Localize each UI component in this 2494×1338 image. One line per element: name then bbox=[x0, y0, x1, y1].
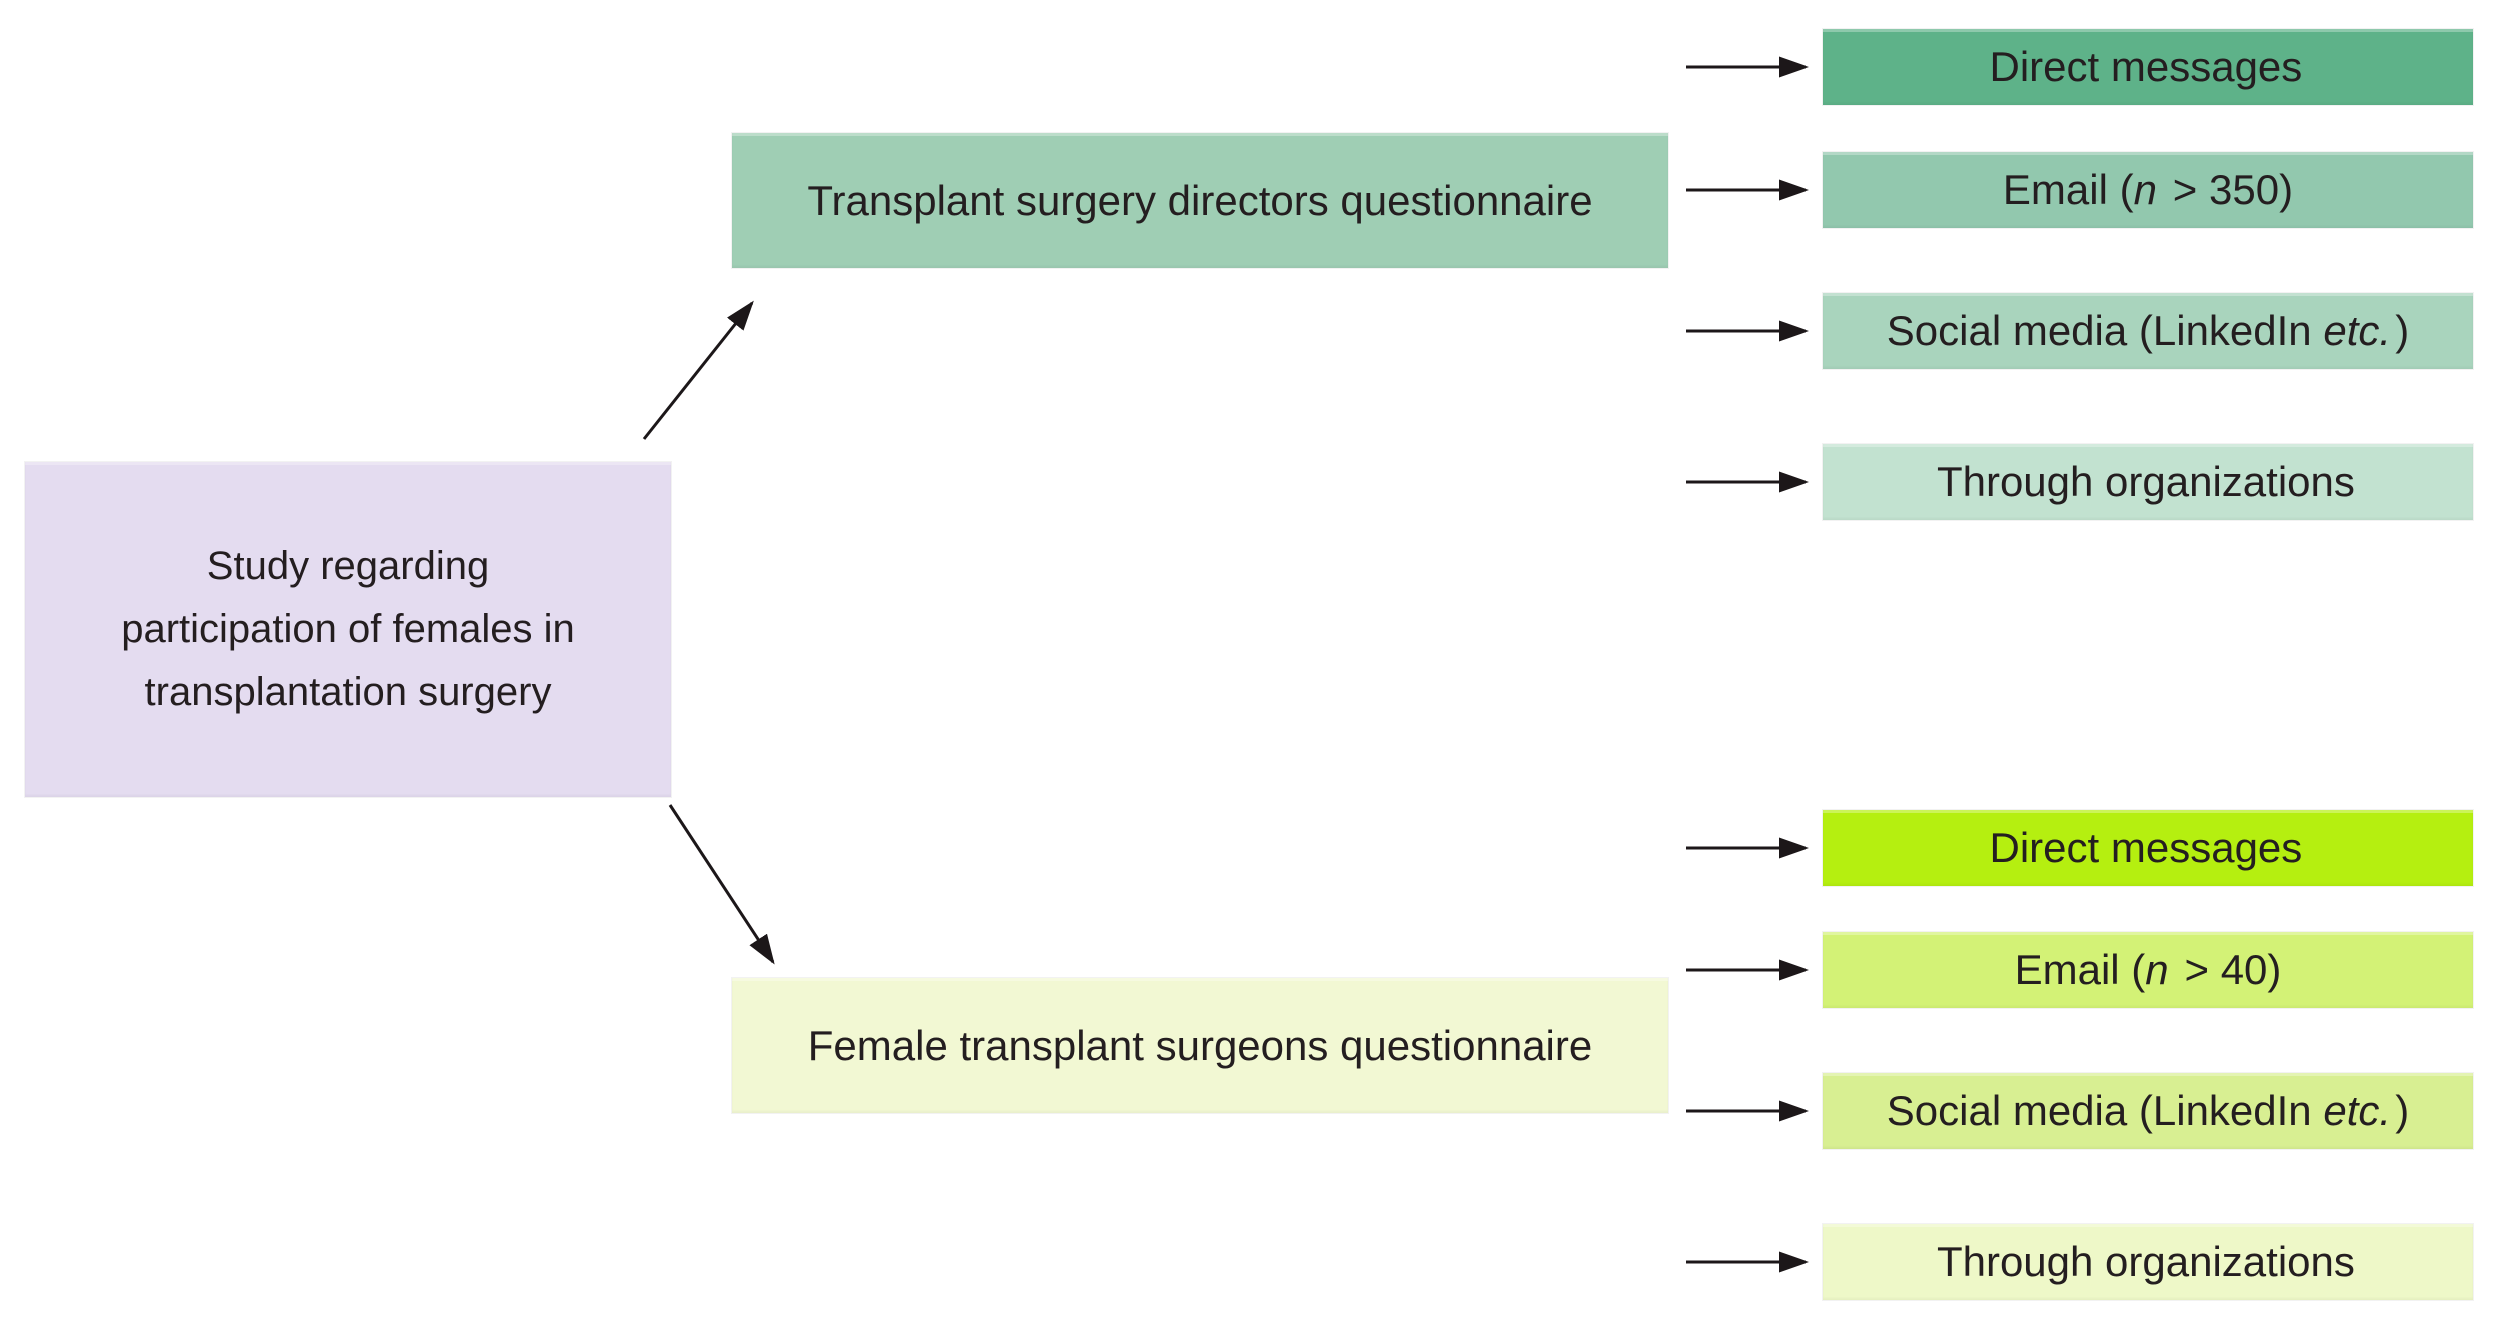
channel-label-italic: n bbox=[2145, 946, 2169, 993]
channel-label: ) bbox=[2395, 1087, 2410, 1134]
root-study-node: Study regarding participation of females… bbox=[25, 462, 671, 797]
channel-surgeons-organizations: Through organizations bbox=[1823, 1224, 2473, 1300]
channel-label: Social media (LinkedIn bbox=[1886, 307, 2324, 354]
channel-label-italic: etc. bbox=[2323, 307, 2392, 354]
channel-label: Direct messages bbox=[1989, 43, 2303, 90]
channel-label-italic: etc. bbox=[2323, 1087, 2392, 1134]
channel-label: Direct messages bbox=[1989, 824, 2303, 871]
channel-label: Through organizations bbox=[1936, 458, 2355, 505]
channel-surgeons-social-media: Social media (LinkedIn etc.) bbox=[1823, 1073, 2473, 1149]
channel-label: ) bbox=[2395, 307, 2410, 354]
branch-directors-questionnaire-label: Transplant surgery directors questionnai… bbox=[807, 176, 1593, 224]
channel-label: > 350) bbox=[2161, 166, 2294, 213]
channel-label: Social media (LinkedIn bbox=[1886, 1087, 2324, 1134]
channel-label: Email ( bbox=[2002, 166, 2134, 213]
channel-label: Email ( bbox=[2014, 946, 2146, 993]
channel-directors-email: Email (n > 350) bbox=[1823, 152, 2473, 228]
arrow-root-to-surgeons bbox=[668, 804, 775, 965]
channel-surgeons-email: Email (n > 40) bbox=[1823, 932, 2473, 1008]
root-study-line-3: transplantation surgery bbox=[144, 670, 552, 714]
branch-directors-questionnaire-node: Transplant surgery directors questionnai… bbox=[732, 133, 1668, 268]
branch-surgeons-questionnaire-node: Female transplant surgeons questionnaire bbox=[732, 978, 1668, 1113]
root-study-line-1: Study regarding bbox=[206, 544, 490, 588]
arrow-root-to-directors bbox=[642, 300, 754, 440]
channel-label-italic: n bbox=[2133, 166, 2157, 213]
channel-directors-organizations: Through organizations bbox=[1823, 444, 2473, 520]
branch-surgeons-questionnaire-label: Female transplant surgeons questionnaire bbox=[807, 1021, 1593, 1069]
channel-directors-social-media: Social media (LinkedIn etc.) bbox=[1823, 293, 2473, 369]
channel-label: > 40) bbox=[2172, 946, 2282, 993]
channel-directors-direct-messages: Direct messages bbox=[1823, 29, 2473, 105]
channel-surgeons-direct-messages: Direct messages bbox=[1823, 810, 2473, 886]
channel-label: Through organizations bbox=[1936, 1238, 2355, 1285]
root-study-line-2: participation of females in bbox=[121, 607, 575, 651]
